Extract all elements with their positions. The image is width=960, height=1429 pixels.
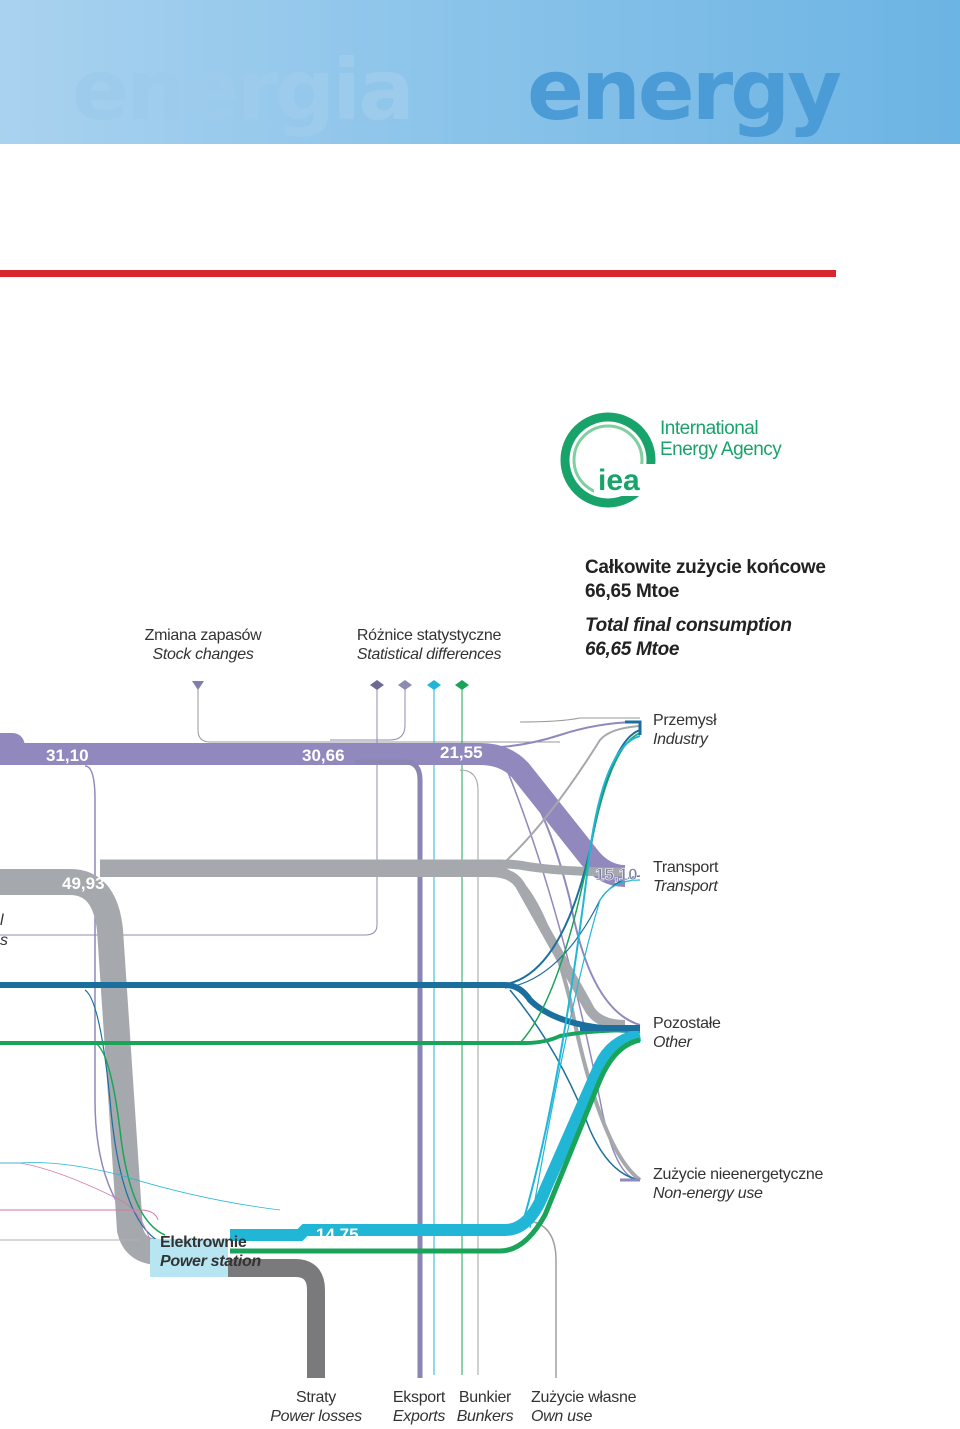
gas-to-transport [504,875,641,989]
minor-flow-pink-2 [0,1162,151,1241]
value-oil: 49,93 [62,874,105,893]
sector-industry-pl: Przemysł [653,712,717,729]
own-use-en: Own use [531,1408,593,1425]
power-station-label: Elektrownie Power station [160,1233,261,1271]
sector-other-pl: Pozostałe [653,1015,721,1032]
exports-pl: Eksport [392,1389,446,1406]
oil-to-transport [100,859,626,877]
stock-change-line [197,688,560,743]
stat-diff-line-2 [330,688,406,741]
iea-logo: iea [560,412,658,508]
gas-main-flow [0,982,641,1033]
agency-name-line1: International [660,418,759,439]
value-electricity: 14,75 [316,1225,359,1244]
exports-en: Exports [392,1408,446,1425]
value-coal-out: 21,55 [440,743,483,762]
industry-node [625,720,642,735]
iea-logo-text: iea [598,464,640,497]
stock-changes-en: Stock changes [152,646,254,663]
value-coal-in: 31,10 [46,746,89,765]
sector-transport-en: Transport [653,878,718,895]
bunkers-pl: Bunkier [458,1389,512,1406]
sector-label-nonenergy: Zużycie nieenergetyczne Non-energy use [653,1165,823,1203]
red-divider [0,270,836,277]
stat-diff-en: Statistical differences [356,646,502,663]
stock-changes-pl: Zmiana zapasów [144,627,262,644]
total-final-consumption: Całkowite zużycie końcowe 66,65 Mtoe Tot… [585,556,826,662]
coal-source-stub [0,733,25,749]
minor-flow-teal [0,1162,281,1211]
bottom-label-bunkers: Bunkier Bunkers [452,1388,518,1426]
coal-to-industry [479,721,641,749]
oil-to-industry [504,725,641,863]
stat-diff-marker-3 [427,680,441,690]
bottom-label-exports: Eksport Exports [384,1388,454,1426]
power-station-pl: Elektrownie [160,1234,247,1251]
stat-diff-pl: Różnice statystyczne [356,627,502,644]
banner-word-english: energy [527,41,842,139]
agency-name: International Energy Agency [660,418,782,460]
own-use-pl: Zużycie własne [531,1389,637,1406]
sector-nonenergy-pl: Zużycie nieenergetyczne [653,1166,824,1183]
coal-to-exports [355,759,423,1378]
gas-to-power [84,989,161,1243]
cut-off-text-1: l [0,912,4,929]
agency-name-line2: Energy Agency [660,439,782,460]
electricity-flow [230,1029,642,1241]
bottom-label-losses: Straty Power losses [262,1388,370,1426]
electricity-to-transport [529,879,641,1229]
banner-word-polish: energia [72,41,415,139]
sector-transport-pl: Transport [653,859,719,876]
oil-main-flow [0,869,161,1265]
tfc-value-en: 66,65 Mtoe [585,639,680,660]
value-transport: 15,10 [595,865,638,884]
stat-diff-marker-2 [398,680,412,690]
heat-flow [230,1037,641,1254]
tfc-value-pl: 66,65 Mtoe [585,581,680,602]
coal-main-flow [0,743,626,887]
header-banner: energia energy [0,0,960,144]
sector-industry-en: Industry [653,731,708,748]
value-coal-mid: 30,66 [302,746,345,765]
power-station-en: Power station [160,1253,262,1270]
electricity-to-industry [519,735,641,1233]
sector-nonenergy-en: Non-energy use [653,1185,763,1202]
bottom-label-own-use: Zużycie własne Own use [531,1388,636,1426]
stat-diff-marker-1 [370,680,384,690]
iea-logo-ring [560,412,656,508]
sector-other-en: Other [653,1034,692,1051]
losses-pl: Straty [296,1389,336,1406]
top-markers [192,680,469,690]
oil-to-other [100,867,626,1030]
cut-off-text-2: s [0,932,8,949]
bunkers-en: Bunkers [456,1408,514,1425]
sector-label-industry: Przemysł Industry [653,711,717,749]
stat-diff-marker-4 [455,680,469,690]
stock-change-marker [192,681,204,690]
stat-diff-line-1 [0,688,378,936]
sector-label-transport: Transport Transport [653,858,718,896]
statistical-differences-label: Różnice statystyczne Statistical differe… [350,626,508,664]
industry-node-line [519,717,640,723]
tfc-title-pl: Całkowite zużycie końcowe [585,557,826,578]
losses-en: Power losses [270,1408,362,1425]
renewables-to-power [94,1042,166,1236]
sector-label-other: Pozostałe Other [653,1014,721,1052]
minor-flow-pink [0,1209,159,1221]
coal-to-other [499,759,641,1026]
power-losses-flow [220,1259,325,1378]
own-use-line [459,769,479,1375]
stock-changes-label: Zmiana zapasów Stock changes [140,626,266,664]
tfc-title-en: Total final consumption [585,615,792,636]
